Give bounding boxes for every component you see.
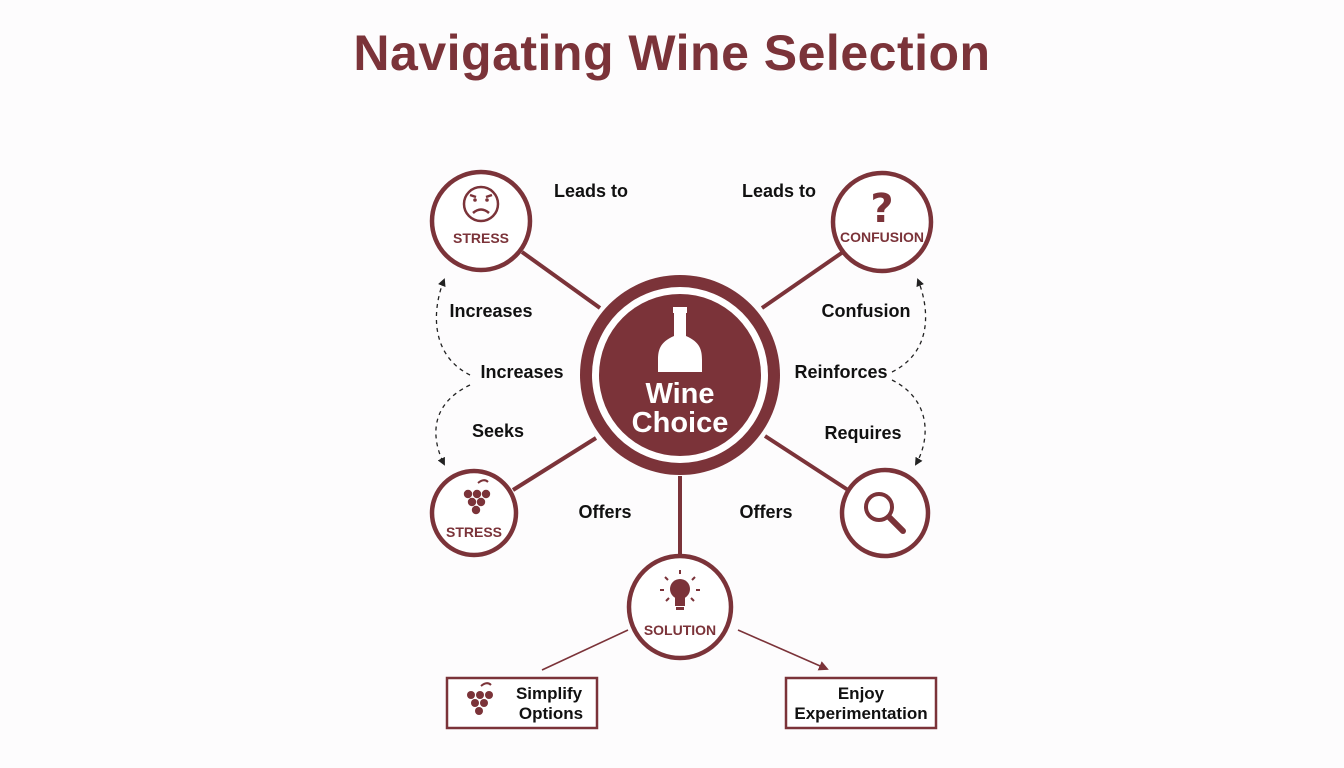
dashed-arrow-right-upper bbox=[891, 278, 927, 373]
node-confusion-label: CONFUSION bbox=[840, 229, 924, 245]
dashed-arrow-right-lower bbox=[891, 379, 926, 466]
edge-label-increases-upper: Increases bbox=[449, 301, 532, 321]
connectors bbox=[511, 250, 850, 556]
edge-label-reinforces: Reinforces bbox=[794, 362, 887, 382]
node-stress-top-label: STRESS bbox=[453, 230, 509, 246]
box-simplify-options: Simplify Options bbox=[445, 676, 599, 730]
node-stress-bottom: STRESS bbox=[429, 468, 519, 558]
node-stress-bottom-label: STRESS bbox=[446, 524, 502, 540]
edge-label-confusion: Confusion bbox=[822, 301, 911, 321]
lightbulb-icon bbox=[660, 570, 700, 610]
center-node: Wine Choice bbox=[580, 275, 780, 475]
box-enjoy-experimentation: Enjoy Experimentation bbox=[784, 676, 938, 730]
node-search bbox=[839, 467, 931, 559]
edge-label-leads-to-right: Leads to bbox=[742, 181, 816, 201]
sad-face-icon bbox=[462, 185, 500, 223]
box-enjoy-line1: Enjoy bbox=[838, 684, 885, 703]
edge-label-leads-to-left: Leads to bbox=[554, 181, 628, 201]
dashed-arrows bbox=[435, 278, 927, 466]
edge-label-increases-lower: Increases bbox=[480, 362, 563, 382]
connector-search bbox=[763, 434, 850, 492]
grapes-icon bbox=[463, 479, 491, 515]
edge-labels: Leads to Leads to Increases Increases Se… bbox=[449, 181, 910, 522]
node-confusion: ? CONFUSION bbox=[830, 170, 934, 274]
node-stress-top: STRESS bbox=[429, 169, 533, 273]
connector-stress-bottom bbox=[511, 436, 598, 492]
node-solution-label: SOLUTION bbox=[644, 622, 716, 638]
wine-bottle-icon bbox=[658, 307, 702, 372]
connector-confusion bbox=[760, 250, 845, 310]
grapes-icon bbox=[467, 682, 493, 715]
dashed-arrow-left-upper bbox=[435, 278, 471, 376]
box-simplify-line2: Options bbox=[519, 704, 583, 723]
box-enjoy-line2: Experimentation bbox=[794, 704, 927, 723]
center-label-line1: Wine bbox=[645, 378, 714, 410]
node-solution: SOLUTION bbox=[626, 553, 734, 661]
edge-label-requires: Requires bbox=[824, 423, 901, 443]
edge-label-offers-left: Offers bbox=[578, 502, 631, 522]
edge-label-offers-right: Offers bbox=[739, 502, 792, 522]
arrow-to-enjoy bbox=[737, 629, 829, 671]
arrow-to-simplify bbox=[541, 629, 629, 671]
edge-label-seeks: Seeks bbox=[472, 421, 524, 441]
magnifier-icon bbox=[864, 492, 906, 534]
question-mark-icon: ? bbox=[870, 186, 893, 232]
connector-stress-top bbox=[520, 250, 602, 310]
center-label-line2: Choice bbox=[632, 407, 729, 439]
box-simplify-line1: Simplify bbox=[516, 684, 583, 703]
diagram-title: Navigating Wine Selection bbox=[353, 25, 991, 81]
dashed-arrow-left-lower bbox=[435, 384, 471, 466]
